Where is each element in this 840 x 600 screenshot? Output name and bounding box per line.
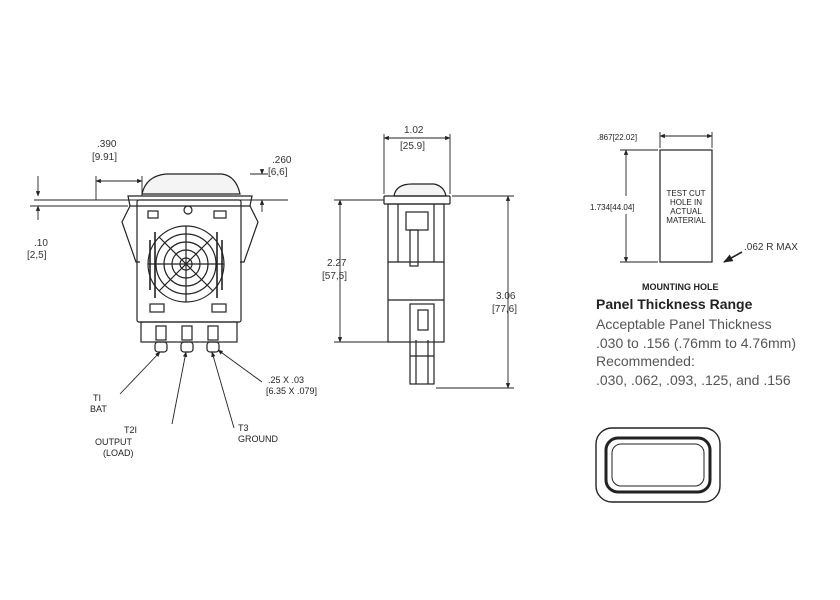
dim-10-mm: [2,5] xyxy=(27,250,47,261)
switch-base xyxy=(140,321,238,343)
bezel-lens xyxy=(611,443,705,487)
dim-390: .390 xyxy=(97,139,117,150)
dim-width-mm: [25.9] xyxy=(400,141,425,152)
bottom-window-right xyxy=(211,303,227,313)
hole-height: 1.734[44.04] xyxy=(590,203,634,212)
test-cut-line-2: HOLE IN xyxy=(670,198,702,207)
mounting-hole-dimensions xyxy=(620,132,743,263)
top-screw-hole xyxy=(183,205,193,215)
bezel-flange xyxy=(127,195,253,207)
grille-diag-2 xyxy=(158,236,214,292)
side-dimensions xyxy=(334,134,514,389)
test-cut-line-3: ACTUAL xyxy=(670,207,702,216)
mounting-hole xyxy=(659,149,713,263)
dim-total-height: 3.06 xyxy=(496,291,516,302)
rocker-actuator xyxy=(141,173,241,195)
dim-390-mm: [9.91] xyxy=(92,152,117,163)
terminal-t3-label: T3 xyxy=(238,423,249,433)
recommended-label: Recommended: xyxy=(596,353,695,369)
terminal-size: .25 X .03 xyxy=(268,375,304,385)
terminal-size-mm: [6.35 X .079] xyxy=(266,386,317,396)
terminal-t2-desc: OUTPUT xyxy=(95,437,133,447)
side-body xyxy=(387,203,445,343)
top-window-right xyxy=(213,210,227,219)
top-window-left xyxy=(147,210,159,219)
bezel-outline xyxy=(595,427,721,503)
recommended-values: .030, .062, .093, .125, and .156 xyxy=(596,372,791,388)
dim-body-height-mm: [57,5] xyxy=(322,271,347,282)
hole-width: .867[22.02] xyxy=(597,133,637,142)
side-actuator xyxy=(393,183,447,197)
bezel-outer xyxy=(595,427,721,503)
mounting-hole-label: MOUNTING HOLE xyxy=(642,282,719,292)
panel-thickness-title: Panel Thickness Range xyxy=(596,296,753,312)
dim-260-mm: [6,6] xyxy=(268,167,288,178)
left-clip xyxy=(121,205,140,263)
dim-260: .260 xyxy=(272,155,292,166)
right-clip xyxy=(240,205,259,263)
side-view xyxy=(383,183,451,385)
terminals xyxy=(154,325,220,353)
bezel-inner xyxy=(604,436,712,494)
terminal-t3-desc: GROUND xyxy=(238,434,278,444)
grille-slots xyxy=(149,232,223,298)
acceptable-thickness-label: Acceptable Panel Thickness xyxy=(596,316,772,332)
dim-total-height-mm: [77,6] xyxy=(492,304,517,315)
terminal-t2-desc2: (LOAD) xyxy=(103,448,134,458)
terminal-t1-desc: BAT xyxy=(90,404,107,414)
bottom-window-left xyxy=(149,303,165,313)
hole-radius: .062 R MAX xyxy=(744,242,798,253)
dim-10: .10 xyxy=(34,238,48,249)
front-dimensions xyxy=(30,169,268,429)
front-view xyxy=(34,173,288,353)
dim-width: 1.02 xyxy=(404,125,424,136)
mounting-hole-rect xyxy=(659,149,713,263)
test-cut-line-4: MATERIAL xyxy=(666,216,706,225)
terminal-t1-label: TI xyxy=(93,393,101,403)
side-terminal-block xyxy=(409,303,435,385)
acceptable-thickness-range: .030 to .156 (.76mm to 4.76mm) xyxy=(596,335,796,351)
test-cut-line-1: TEST CUT xyxy=(667,189,706,198)
terminal-t2-label: T2I xyxy=(124,425,137,435)
dim-body-height: 2.27 xyxy=(327,258,347,269)
